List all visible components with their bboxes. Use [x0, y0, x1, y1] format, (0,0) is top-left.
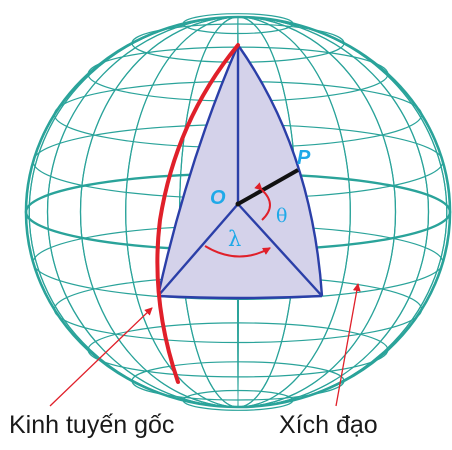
equator-pointer [336, 284, 358, 406]
theta-label: θ [276, 205, 287, 227]
point-o-label: O [210, 187, 226, 209]
equator-caption: Xích đạo [279, 413, 378, 438]
point-o-dot [236, 202, 241, 207]
lambda-label: λ [228, 227, 241, 251]
prime-meridian-caption: Kinh tuyến gốc [9, 413, 174, 438]
point-p-label: P [297, 147, 311, 169]
prime-meridian-pointer [50, 308, 152, 406]
